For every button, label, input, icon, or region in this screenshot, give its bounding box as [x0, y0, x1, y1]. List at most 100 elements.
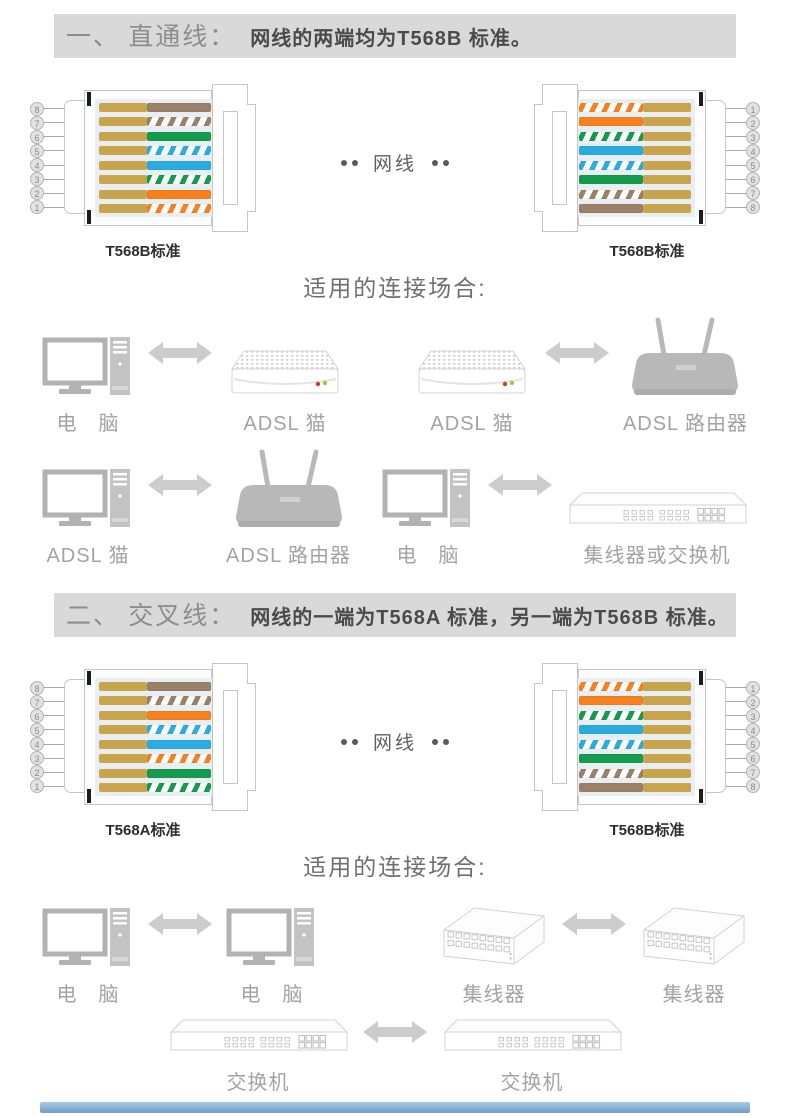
pin-leader-line: [725, 757, 746, 759]
connector-tick-top: [87, 92, 91, 106]
wire-pin-8-brown: [99, 103, 211, 112]
scene-item-label: ADSL 猫: [243, 413, 327, 435]
pin-row: 1: [30, 200, 64, 215]
pin-leader-line: [725, 136, 746, 138]
pin-row: 8: [30, 101, 64, 116]
pin-leader-line: [44, 178, 64, 180]
pin-number-circle: 4: [745, 143, 760, 158]
wire-color-segment: [147, 710, 211, 720]
pin-leader-line: [44, 136, 64, 138]
wire-color-segment: [147, 782, 211, 792]
section2-scenarios-heading: 适用的连接场合:: [303, 854, 487, 880]
connector-tick-bottom: [698, 210, 703, 224]
wire-color-segment: [147, 696, 211, 706]
pin-leader-line: [725, 164, 746, 166]
scene-item: ADSL 猫: [226, 339, 344, 435]
section2-header-bar: 二、 交叉线： 网线的一端为T568A 标准，另一端为T568B 标准。: [54, 593, 736, 637]
scene-item-label: 电 脑: [396, 545, 460, 567]
wire-pin-4-blue: [578, 725, 691, 735]
connector-drawing: [533, 663, 726, 811]
pin-number-circle: 1: [745, 101, 760, 116]
connector-drawing: [64, 84, 256, 232]
double-arrow-icon: [148, 911, 212, 942]
wire-pin-3-orange-stripe: [99, 754, 211, 764]
wire-color-segment: [147, 146, 211, 156]
pin-leader-line: [44, 701, 64, 703]
wire-pin-8-brown: [578, 203, 691, 213]
connector-tick-bottom: [87, 210, 91, 224]
router-icon: [624, 315, 746, 397]
scenario-row: 电 脑 电 脑 集线器 集线器: [0, 894, 790, 1006]
gold-contact: [642, 203, 691, 213]
connector-nose: [705, 100, 726, 214]
cable-dots-right: [432, 159, 449, 166]
pin-number-circle: 1: [30, 200, 44, 215]
gold-contact: [642, 117, 691, 127]
wire-pin-1-orange-stripe: [578, 103, 691, 112]
connector-tick-bottom: [698, 789, 703, 803]
pin-row: 6: [725, 172, 760, 187]
double-arrow-icon: [148, 472, 212, 503]
pin-row: 4: [30, 737, 64, 752]
pin-row: 2: [30, 186, 64, 201]
switch-long-icon: [167, 1018, 349, 1056]
connector-standard-label: T568B标准: [105, 243, 181, 260]
wire-pin-7-brown-stripe: [578, 768, 691, 778]
scene-item-label: 电 脑: [240, 984, 304, 1006]
scene-item: ADSL 路由器: [623, 315, 748, 435]
pin-leader-line: [725, 108, 746, 109]
pin-leader-line: [44, 771, 64, 773]
wire-pin-6-green: [578, 175, 691, 185]
next-section-bar: [40, 1102, 750, 1113]
connector-tick-bottom: [87, 789, 91, 803]
double-arrow-icon: [562, 911, 626, 942]
pin-number-circle: 7: [745, 765, 760, 780]
pin-row: 5: [725, 158, 760, 173]
pin-leader-line: [44, 757, 64, 759]
scene-item: 电 脑: [42, 908, 134, 1006]
section1-title: 一、 直通线：: [66, 24, 237, 51]
pin-leader-line: [725, 785, 746, 787]
scene-item-label: ADSL 猫: [46, 545, 130, 567]
wire-color-segment: [147, 117, 211, 127]
pin-number-circle: 2: [30, 186, 44, 201]
gold-contact: [99, 131, 147, 141]
pin-number-circle: 1: [745, 680, 760, 695]
scene-item: 集线器: [440, 894, 548, 1006]
wire-stack: [578, 103, 691, 213]
pin-leader-line: [725, 122, 746, 124]
cable-label-text: 网线: [372, 733, 417, 754]
scenario-row: ADSL 猫 ADSL 路由器 电 脑 集线器或交换机: [0, 447, 790, 567]
wire-color-segment: [578, 710, 643, 720]
pin-leader-line: [725, 729, 746, 731]
scene-item: 集线器: [640, 894, 748, 1006]
pin-number-circle: 3: [30, 172, 44, 187]
pin-leader-line: [725, 150, 746, 152]
pin-row: 3: [725, 129, 760, 144]
wire-pin-3-green-stripe: [578, 131, 691, 141]
cable-dots-left: [340, 159, 358, 166]
pin-row: 1: [30, 779, 64, 794]
pin-row: 6: [725, 751, 760, 766]
wire-color-segment: [578, 203, 643, 213]
wire-color-segment: [578, 725, 643, 735]
pin-leader-line: [44, 192, 64, 194]
pin-number-circle: 6: [30, 129, 44, 144]
connection-pair: ADSL 猫 ADSL 路由器: [42, 447, 351, 567]
pin-number-circle: 1: [30, 779, 44, 794]
section1-scenarios: 电 脑 ADSL 猫 ADSL 猫 ADSL 路由器 ADSL: [0, 315, 790, 567]
wire-color-segment: [147, 203, 211, 213]
wire-pin-5-blue-stripe: [578, 160, 691, 170]
pin-number-circle: 5: [745, 158, 760, 173]
cable-middle-label: 网线: [340, 149, 449, 176]
pin-row: 4: [30, 158, 64, 173]
wire-pin-5-blue-stripe: [99, 725, 211, 735]
scene-item: 交换机: [167, 1018, 349, 1094]
connection-pair: 电 脑 电 脑: [42, 908, 318, 1006]
connector-nose: [705, 679, 726, 793]
scene-item-label: 电 脑: [56, 984, 120, 1006]
pin-number-circle: 3: [30, 751, 44, 766]
